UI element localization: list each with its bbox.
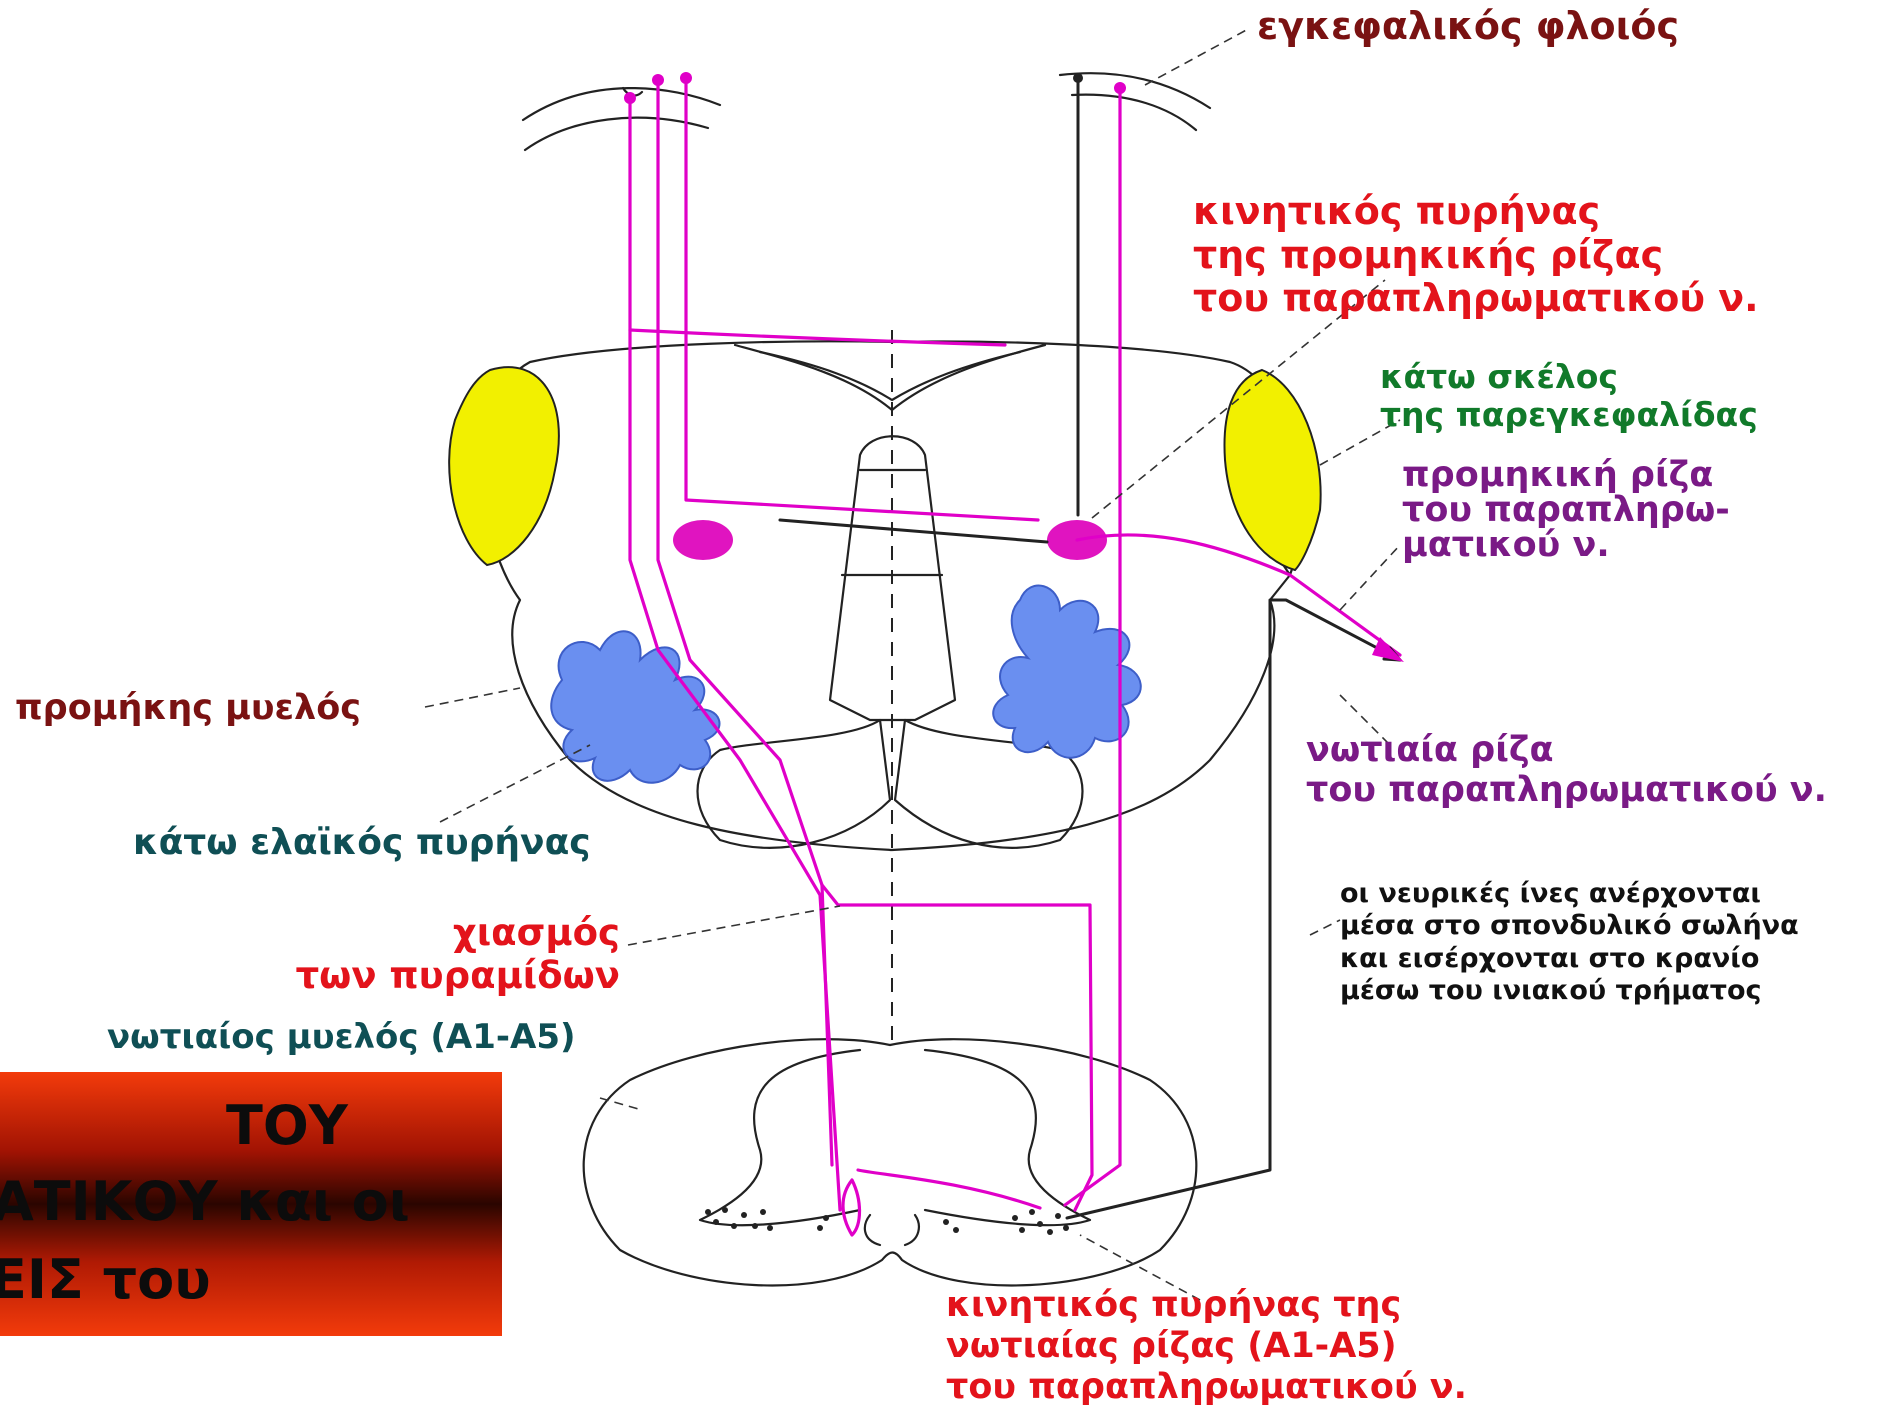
title-box: ΤΟΥ ΑΤΙΚΟΥ και οι ΕΙΣ του <box>0 1072 502 1336</box>
label-cranial-nucleus-line2: της προμηκικής ρίζας <box>1193 234 1759 278</box>
pyramidal-decussation-crossing <box>822 885 1092 1210</box>
title-line-1: ΤΟΥ <box>226 1094 348 1157</box>
accessory-nucleus-left <box>673 520 733 560</box>
right-cortex-soma-black <box>1073 73 1083 83</box>
fourth-ventricle-inner <box>760 352 1020 400</box>
label-olivary-nucleus: κάτω ελαϊκός πυρήνας <box>133 822 591 863</box>
label-cranial-root-line3: ματικού ν. <box>1402 528 1730 563</box>
cortex-left-outline <box>523 88 720 120</box>
label-cranial-root: προμηκική ρίζα του παραπληρω- ματικού ν. <box>1402 458 1730 563</box>
label-cranial-root-line1: προμηκική ρίζα <box>1402 458 1730 493</box>
label-cranial-nucleus: κινητικός πυρήνας της προμηκικής ρίζας τ… <box>1193 190 1759 321</box>
cortex-left-fold <box>525 118 708 150</box>
label-cortex: εγκεφαλικός φλοιός <box>1257 5 1679 49</box>
cortex-neuron-somata <box>624 72 1126 104</box>
cortex-right-fold <box>1072 95 1196 130</box>
inferior-peduncle-left <box>449 367 559 565</box>
inferior-peduncle-right <box>1224 370 1320 570</box>
label-spinal-nucleus: κινητικός πυρήνας της νωτιαίας ρίζας (Α1… <box>946 1285 1467 1408</box>
label-fibers-note-line1: οι νευρικές ίνες ανέρχονται <box>1340 878 1799 910</box>
label-spinal-cord: νωτιαίος μυελός (Α1-Α5) <box>107 1018 576 1057</box>
label-spinal-nucleus-line1: κινητικός πυρήνας της <box>946 1285 1467 1326</box>
corticobulbar-tract-3 <box>686 78 1038 520</box>
spinal-cord-fissure <box>865 1215 919 1245</box>
interneuron-link <box>780 520 1047 542</box>
corticobulbar-tract-2 <box>658 80 832 1165</box>
label-cranial-root-line2: του παραπληρω- <box>1402 493 1730 528</box>
label-inferior-peduncle: κάτω σκέλος της παρεγκεφαλίδας <box>1380 358 1758 434</box>
fourth-ventricle <box>735 345 1045 410</box>
label-decussation: χιασμός των πυραμίδων <box>255 912 620 997</box>
label-fibers-note-line3: και εισέρχονται στο κρανίο <box>1340 943 1799 975</box>
root-arrowhead <box>1372 637 1404 662</box>
corticobulbar-tract-1 <box>630 98 840 1210</box>
label-spinal-root-line2: του παραπληρωματικού ν. <box>1306 770 1827 810</box>
label-spinal-root-line1: νωτιαία ρίζα <box>1306 730 1827 770</box>
label-spinal-root: νωτιαία ρίζα του παραπληρωματικού ν. <box>1306 730 1827 811</box>
title-line-3: ΕΙΣ του <box>0 1248 211 1311</box>
label-spinal-nucleus-line3: του παραπληρωματικού ν. <box>946 1367 1467 1408</box>
label-cranial-nucleus-line1: κινητικός πυρήνας <box>1193 190 1759 234</box>
label-inferior-peduncle-line1: κάτω σκέλος <box>1380 358 1758 396</box>
label-decussation-line2: των πυραμίδων <box>255 955 620 998</box>
title-line-2: ΑΤΙΚΟΥ και οι <box>0 1170 410 1233</box>
spinal-loop <box>843 1180 860 1235</box>
olivary-nucleus-left <box>551 631 719 782</box>
label-fibers-note-line4: μέσω του ινιακού τρήματος <box>1340 975 1799 1007</box>
decussation-lower <box>858 1170 1040 1208</box>
label-cranial-nucleus-line3: του παραπληρωματικού ν. <box>1193 277 1759 321</box>
label-inferior-peduncle-line2: της παρεγκεφαλίδας <box>1380 396 1758 434</box>
spinal-motor-neurons <box>705 1207 1069 1235</box>
label-spinal-nucleus-line2: νωτιαίας ρίζας (Α1-Α5) <box>946 1326 1467 1367</box>
label-fibers-note-line2: μέσα στο σπονδυλικό σωλήνα <box>1340 910 1799 942</box>
label-decussation-line1: χιασμός <box>255 912 620 955</box>
label-medulla: προμήκης μυελός <box>15 688 361 728</box>
label-fibers-note: οι νευρικές ίνες ανέρχονται μέσα στο σπο… <box>1340 878 1799 1008</box>
